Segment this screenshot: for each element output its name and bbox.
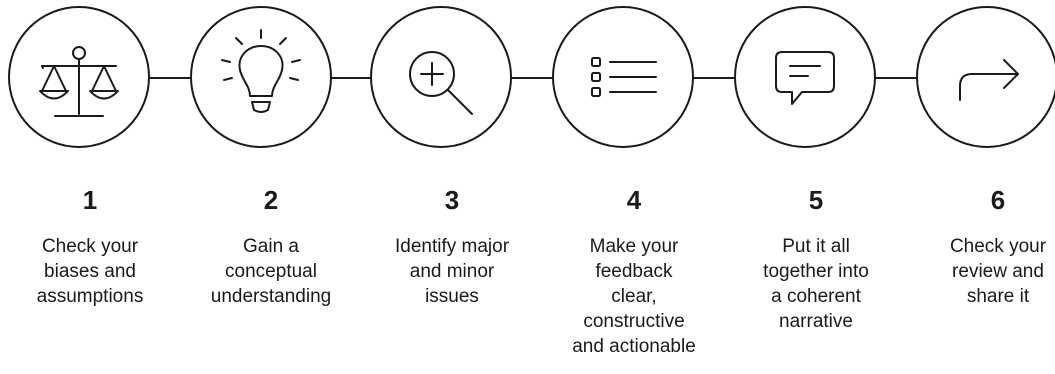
connector-line — [150, 77, 192, 79]
lightbulb-icon — [221, 29, 301, 113]
step-5-number: 5 — [808, 185, 824, 215]
step-1-number: 1 — [82, 185, 98, 215]
step-3-circle — [370, 6, 512, 148]
step-6-circle — [916, 6, 1055, 148]
step-2-label: Gain a conceptual understanding — [210, 236, 332, 307]
connector-line — [330, 77, 372, 79]
connector-line — [692, 77, 736, 79]
step-6-number: 6 — [990, 185, 1006, 215]
step-2-number: 2 — [263, 185, 279, 215]
step-3-label: Identify major and minor issues — [394, 236, 510, 307]
step-4-label: Make your feedback clear, constructive a… — [572, 236, 696, 357]
balance-scale-icon — [39, 46, 119, 117]
step-6-label: Check your review and share it — [949, 236, 1047, 307]
connector-line — [874, 77, 918, 79]
checklist-icon — [591, 57, 657, 97]
step-2-circle — [190, 6, 332, 148]
connector-line — [510, 77, 554, 79]
share-arrow-icon — [959, 59, 1019, 101]
magnify-plus-icon — [409, 51, 473, 115]
speech-bubble-icon — [775, 51, 835, 105]
step-1-circle — [8, 6, 150, 148]
step-1-label: Check your biases and assumptions — [36, 236, 144, 307]
step-3-number: 3 — [444, 185, 460, 215]
step-4-number: 4 — [626, 185, 642, 215]
step-5-label: Put it all together into a coherent narr… — [763, 236, 869, 332]
step-5-circle — [734, 6, 876, 148]
step-4-circle — [552, 6, 694, 148]
